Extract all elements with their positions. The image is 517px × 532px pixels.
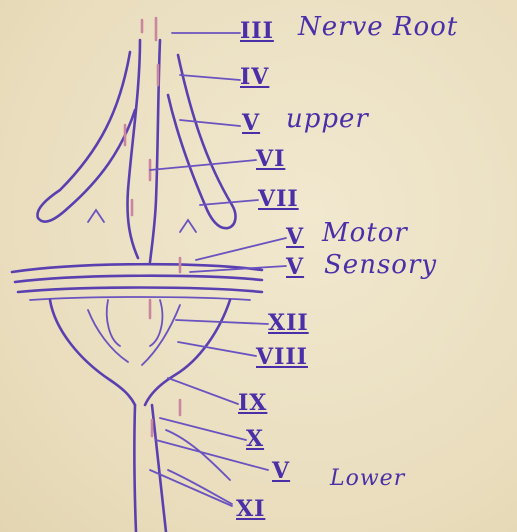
cord-left (134, 405, 136, 532)
label-XII: XII (268, 310, 309, 336)
label-XI: XI (236, 496, 265, 522)
leader-VIII (178, 342, 256, 356)
medulla-left (50, 300, 135, 405)
leader-V-upper (180, 120, 240, 126)
label-V-sensory-numeral: V (286, 254, 304, 280)
label-motor: Motor (322, 218, 408, 248)
label-V-upper-numeral: V (242, 110, 260, 136)
label-VI: VI (256, 146, 285, 172)
label-III: III (240, 18, 274, 44)
label-IV: IV (240, 64, 269, 90)
pons-line-3 (18, 288, 262, 293)
leader-VI (150, 160, 256, 170)
label-IX: IX (238, 390, 267, 416)
cord-branch-2 (168, 470, 232, 504)
leader-IX (168, 378, 238, 404)
medulla-right (145, 300, 230, 405)
olive-right (150, 300, 162, 346)
cord-branch-1 (166, 430, 230, 480)
pons-line-1 (12, 264, 262, 272)
label-VII: VII (258, 186, 299, 212)
pons-line-2 (15, 276, 262, 282)
left-peduncle-inner (127, 40, 140, 258)
label-V-motor-numeral: V (286, 224, 304, 250)
cord-right (152, 405, 166, 532)
label-sensory: Sensory (324, 250, 437, 280)
pyramid-left (88, 310, 128, 362)
label-V-lower-numeral: V (272, 458, 290, 484)
label-VIII: VIII (256, 344, 308, 370)
pons-line-4 (30, 297, 250, 300)
label-lower: Lower (330, 466, 405, 491)
label-nerve-root: Nerve Root (298, 12, 458, 42)
right-caret (180, 220, 196, 232)
leader-X (160, 418, 246, 440)
label-upper: upper (286, 104, 369, 134)
leader-V-motor (196, 238, 286, 260)
label-X: X (246, 426, 264, 452)
leader-IV (180, 75, 240, 80)
pyramid-right (142, 305, 180, 365)
olive-left (107, 300, 120, 346)
left-caret (88, 210, 104, 222)
left-peduncle-outer (37, 52, 135, 222)
